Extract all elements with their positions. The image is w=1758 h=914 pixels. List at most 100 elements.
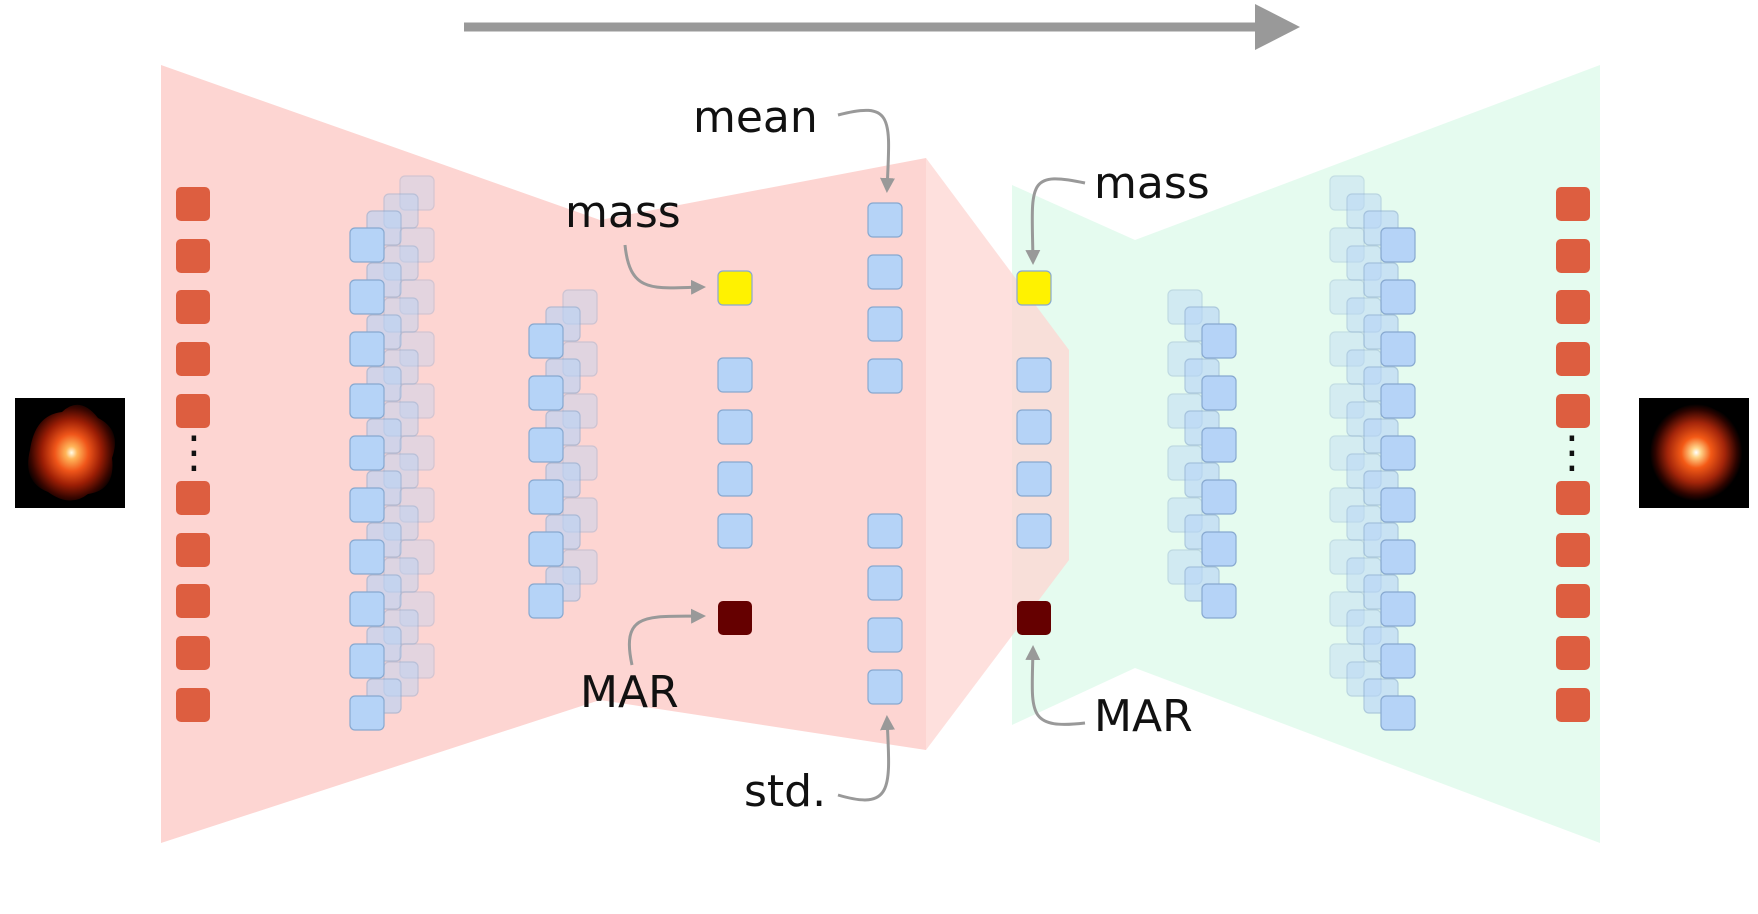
decoder-latent-node <box>1016 357 1052 393</box>
encoder-hidden-node <box>349 539 385 575</box>
decoder-hidden-node-back <box>1329 279 1365 315</box>
output-node <box>1556 342 1590 376</box>
encoder-latent-node <box>717 357 753 393</box>
encoder-latent-node <box>717 409 753 445</box>
decoder-hidden-node <box>1380 539 1416 575</box>
decoder-hidden-node <box>1380 383 1416 419</box>
decoder-hidden-node <box>1380 331 1416 367</box>
decoder-hidden-node <box>1380 227 1416 263</box>
encoder-hidden-node-back <box>399 279 435 315</box>
decoder-hidden-node <box>1201 531 1237 567</box>
decoder-latent-node <box>1016 409 1052 445</box>
input-node <box>176 187 210 221</box>
galaxy-thumbnail-input <box>15 398 125 508</box>
encoder-hidden-node <box>349 487 385 523</box>
galaxy-thumbnail-output <box>1639 398 1749 508</box>
encoder-mean-label: mean <box>693 92 818 143</box>
decoder-hidden-node <box>1380 435 1416 471</box>
encoder-hidden-node <box>528 375 564 411</box>
input-ellipsis: ⋮ <box>172 427 216 478</box>
input-node <box>176 481 210 515</box>
decoder-hidden-node <box>1201 323 1237 359</box>
output-node <box>1556 636 1590 670</box>
std-node <box>867 513 903 549</box>
encoder-mar-arrow <box>627 608 706 666</box>
mean-node <box>867 306 903 342</box>
decoder-region <box>1012 65 1600 843</box>
encoder-hidden-node-back <box>399 175 435 211</box>
decoder-mar-node <box>1017 601 1051 635</box>
input-node <box>176 533 210 567</box>
encoder-hidden-node-back <box>399 227 435 263</box>
decoder-hidden-node-back <box>1329 487 1365 523</box>
encoder-latent-node <box>717 513 753 549</box>
input-node <box>176 584 210 618</box>
decoder-hidden-node <box>1380 591 1416 627</box>
encoder-hidden-node <box>349 331 385 367</box>
encoder-hidden-node-back <box>399 539 435 575</box>
encoder-hidden-node-back <box>399 487 435 523</box>
mean-node <box>867 202 903 238</box>
std-node <box>867 669 903 705</box>
encoder-std-label: std. <box>744 766 826 817</box>
output-node <box>1556 290 1590 324</box>
output-node <box>1556 239 1590 273</box>
decoder-hidden-node-back <box>1329 227 1365 263</box>
decoder-hidden-node-back <box>1329 175 1365 211</box>
encoder-std-arrow <box>837 715 896 802</box>
encoder-hidden-node-back <box>399 435 435 471</box>
output-node <box>1556 394 1590 428</box>
decoder-hidden-node-back <box>1329 539 1365 575</box>
decoder-hidden-node <box>1380 643 1416 679</box>
input-node <box>176 688 210 722</box>
encoder-mass-label: mass <box>565 187 681 238</box>
encoder-hidden-node <box>349 279 385 315</box>
encoder-hidden-node <box>349 695 385 731</box>
decoder-hidden-node <box>1201 479 1237 515</box>
input-node <box>176 290 210 324</box>
encoder-hidden-node-back <box>399 383 435 419</box>
input-node <box>176 239 210 273</box>
decoder-hidden-node <box>1201 583 1237 619</box>
encoder-hidden-node <box>349 643 385 679</box>
decoder-hidden-node <box>1201 375 1237 411</box>
output-node <box>1556 481 1590 515</box>
input-node <box>176 342 210 376</box>
std-node <box>867 617 903 653</box>
decoder-hidden-node-back <box>1329 591 1365 627</box>
encoder-mar-label: MAR <box>580 667 679 718</box>
decoder-hidden-node-back <box>1329 435 1365 471</box>
encoder-hidden-node <box>349 227 385 263</box>
std-node <box>867 565 903 601</box>
encoder-hidden-node <box>349 383 385 419</box>
decoder-hidden-node <box>1380 487 1416 523</box>
input-node <box>176 636 210 670</box>
encoder-hidden-node <box>528 479 564 515</box>
decoder-hidden-node <box>1380 695 1416 731</box>
output-node <box>1556 533 1590 567</box>
output-node <box>1556 688 1590 722</box>
encoder-hidden-node <box>528 427 564 463</box>
input-node <box>176 394 210 428</box>
encoder-hidden-node <box>528 531 564 567</box>
flow-arrow-icon <box>464 4 1300 50</box>
encoder-mar-node <box>718 601 752 635</box>
encoder-hidden-node-back <box>399 591 435 627</box>
decoder-hidden-node-back <box>1329 383 1365 419</box>
decoder-latent-node <box>1016 513 1052 549</box>
encoder-hidden-node-back <box>399 643 435 679</box>
decoder-hidden-node <box>1201 427 1237 463</box>
decoder-hidden-node-back <box>1329 643 1365 679</box>
decoder-mass-label: mass <box>1094 158 1210 209</box>
encoder-hidden-node-back <box>399 331 435 367</box>
encoder-hidden-node <box>349 591 385 627</box>
encoder-mass-node <box>717 270 753 306</box>
decoder-mar-label: MAR <box>1094 691 1193 742</box>
decoder-latent-node <box>1016 461 1052 497</box>
network-nodes <box>176 175 1590 731</box>
encoder-latent-node <box>717 461 753 497</box>
encoder-hidden-node <box>528 323 564 359</box>
decoder-mass-arrow <box>1025 177 1086 265</box>
